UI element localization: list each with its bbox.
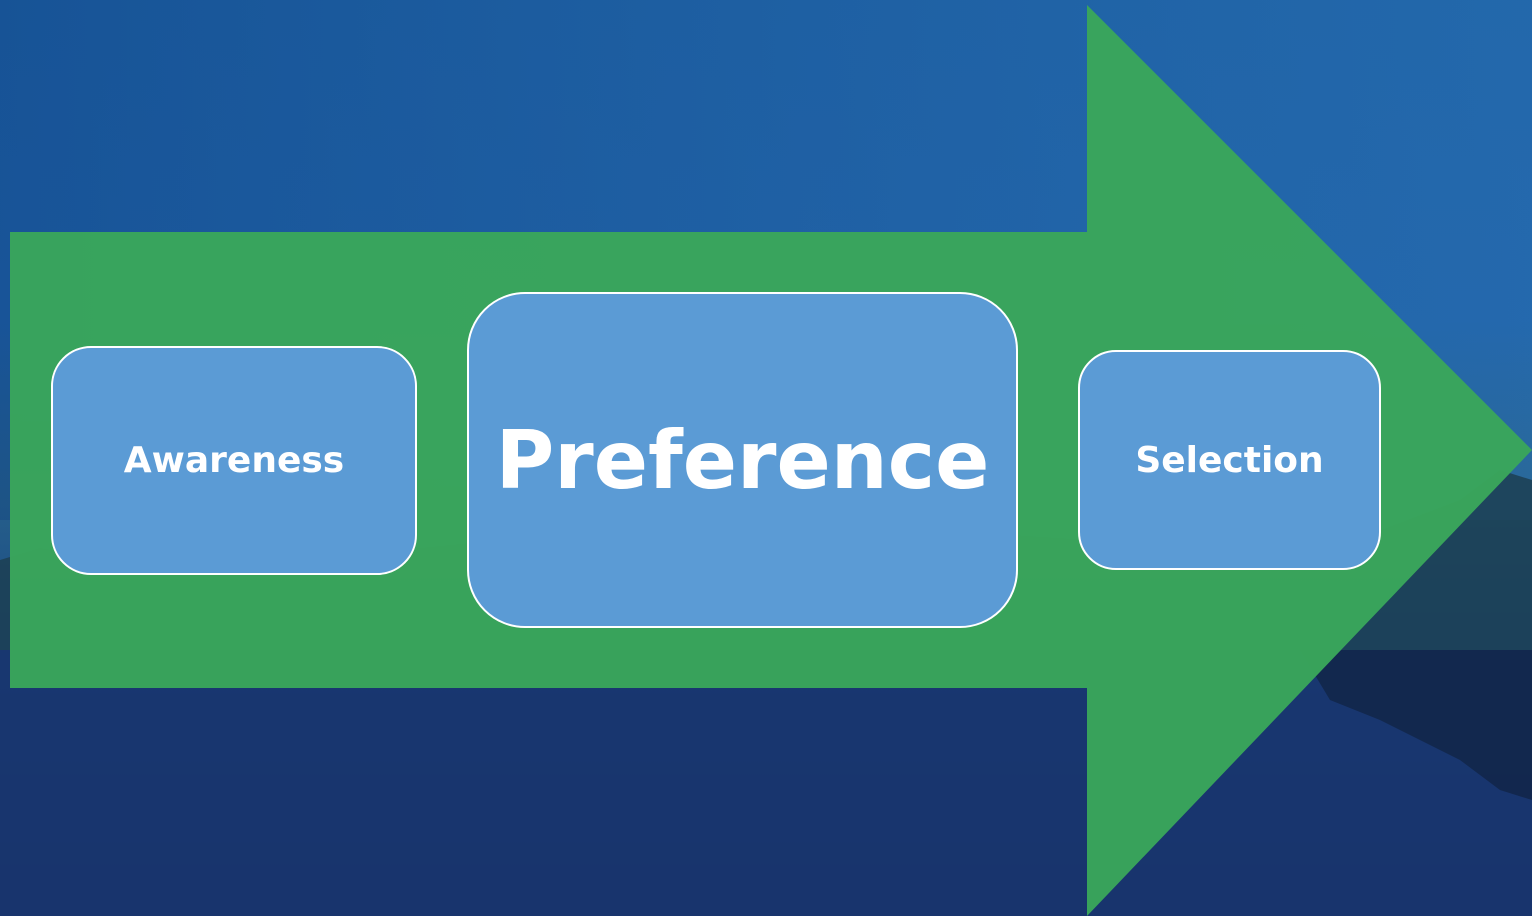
stage-awareness-label: Awareness [123, 440, 345, 481]
stage-selection-label: Selection [1135, 439, 1324, 481]
stage-selection-box: Selection [1078, 350, 1381, 570]
stage-preference-box: Preference [467, 292, 1018, 628]
stage-awareness-box: Awareness [51, 346, 417, 575]
stage-preference-label: Preference [495, 413, 990, 507]
